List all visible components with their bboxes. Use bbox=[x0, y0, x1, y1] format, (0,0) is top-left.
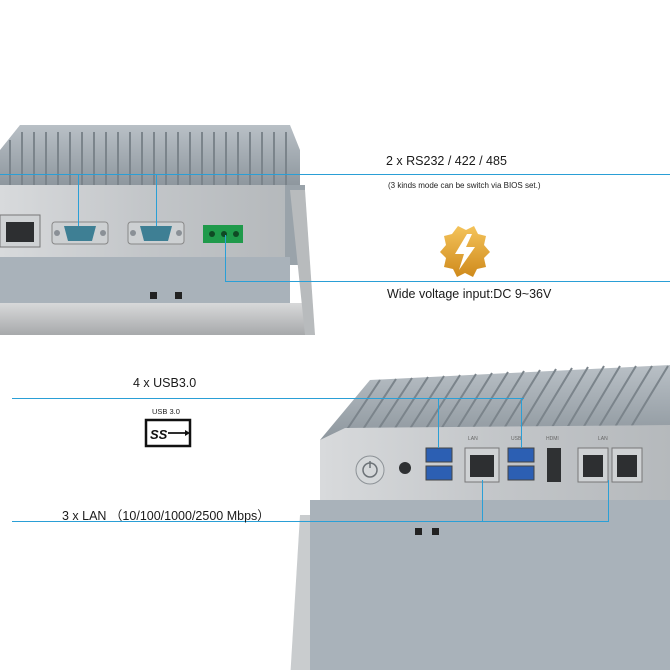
panel-label-lan: LAN bbox=[468, 436, 478, 442]
usb-badge-text: USB 3.0 bbox=[152, 407, 180, 416]
bottom-lan-port-3 bbox=[611, 447, 643, 483]
power-title: Wide voltage input:DC 9~36V bbox=[387, 287, 552, 301]
lan-connector-line bbox=[482, 480, 483, 521]
lan-callout-line bbox=[12, 521, 609, 522]
panel-label-usb: USB bbox=[511, 436, 522, 442]
db9-port-1 bbox=[51, 221, 109, 245]
rs232-title: 2 x RS232 / 422 / 485 bbox=[386, 154, 507, 168]
usb-callout-line bbox=[12, 398, 524, 399]
rs232-callout-line bbox=[0, 174, 670, 175]
bottom-lan-port-1 bbox=[464, 447, 500, 483]
panel-label-hdmi: HDMI bbox=[546, 436, 559, 442]
power-button-icon bbox=[355, 455, 385, 485]
top-chassis bbox=[0, 257, 290, 303]
top-lan-port bbox=[0, 214, 41, 248]
lightning-icon bbox=[440, 226, 490, 277]
dc-terminal bbox=[203, 225, 243, 243]
bottom-lan-port-2 bbox=[577, 447, 609, 483]
audio-jack bbox=[399, 462, 411, 474]
bottom-chassis bbox=[310, 500, 670, 670]
usb-title: 4 x USB3.0 bbox=[133, 376, 197, 390]
usb-ports-left bbox=[425, 447, 453, 481]
svg-text:SS: SS bbox=[150, 427, 168, 442]
power-connector-line bbox=[225, 235, 226, 281]
top-io-plate bbox=[0, 185, 285, 257]
panel-label-lan2: LAN bbox=[598, 436, 608, 442]
usb-connector-line-2 bbox=[521, 398, 522, 448]
lan-connector-line-2 bbox=[608, 480, 609, 521]
rs232-note: (3 kinds mode can be switch via BIOS set… bbox=[388, 181, 541, 190]
power-callout-line bbox=[225, 281, 670, 282]
usb-ss-icon: SS bbox=[144, 418, 192, 448]
rs232-connector-line bbox=[78, 174, 79, 226]
usb-connector-line bbox=[438, 398, 439, 448]
top-bezel bbox=[0, 303, 315, 335]
top-device-heatsink bbox=[0, 125, 300, 185]
hdmi-port bbox=[547, 448, 561, 482]
db9-port-2 bbox=[127, 221, 185, 245]
lan-title: 3 x LAN （10/100/1000/2500 Mbps） bbox=[62, 509, 270, 523]
usb-ports-right bbox=[507, 447, 535, 481]
rs232-connector-line-2 bbox=[156, 174, 157, 226]
